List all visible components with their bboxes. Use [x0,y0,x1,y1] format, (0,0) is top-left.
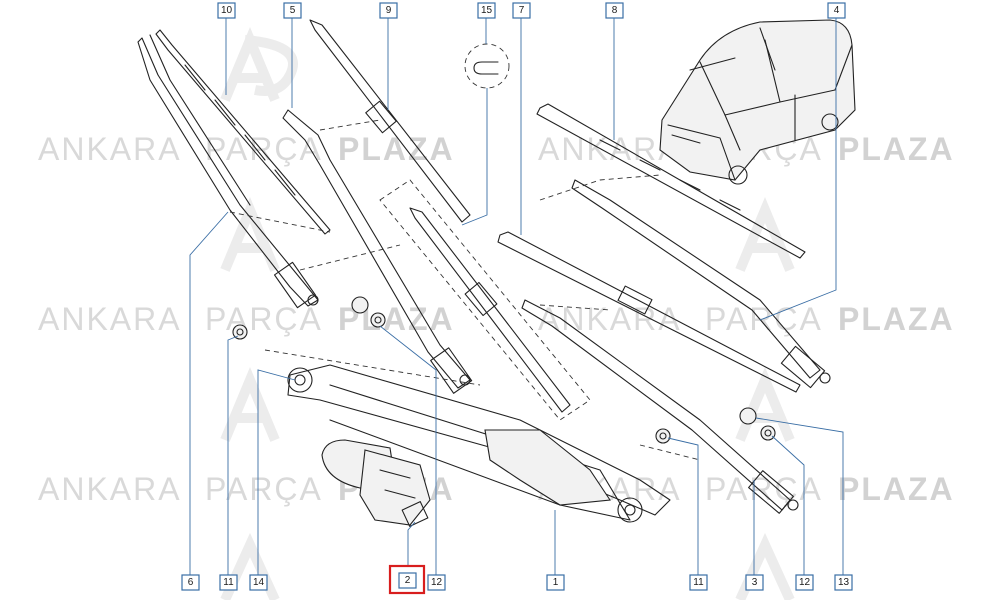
wiper-blade-7 [497,231,801,393]
watermark-word-parca: PARÇA [205,301,323,337]
svg-text:4: 4 [834,5,840,16]
callout-2-selected[interactable]: 2 [388,564,426,595]
watermark-word-parca: PARÇA [705,471,823,507]
wiper-blade-15 [409,207,571,413]
wiper-motor-2 [321,439,431,527]
callouts-top: 10 5 9 15 7 8 4 [217,2,846,19]
wiper-blade-9 [309,19,471,223]
watermark-text: ANKARA PARÇA PLAZA ANKARA PARÇA PLAZA AN… [38,131,955,507]
svg-text:2: 2 [405,575,411,586]
watermark-word-ankara: ANKARA [38,131,182,167]
watermark-word-ankara: ANKARA [538,131,682,167]
svg-text:7: 7 [519,5,525,16]
callout-3[interactable]: 3 [745,574,764,591]
nut-12-left [370,312,386,328]
wiper-blade-8 [536,103,806,259]
svg-text:8: 8 [612,5,618,16]
watermark-word-plaza: PLAZA [838,131,955,167]
wiper-arm-5 [282,109,473,394]
nut-12-right [760,425,776,441]
callout-12-right[interactable]: 12 [795,574,814,591]
dashed-leaders [229,119,701,461]
callout-12-left[interactable]: 12 [427,574,446,591]
watermark-word-plaza: PLAZA [838,301,955,337]
svg-text:11: 11 [223,577,234,588]
callout-14[interactable]: 14 [249,574,268,591]
detail-circle-15 [464,43,510,89]
watermark-row-3: ANKARA PARÇA PLAZA ANKARA PARÇA PLAZA [38,471,955,507]
callout-15[interactable]: 15 [477,2,496,19]
watermark-row-1: ANKARA PARÇA PLAZA ANKARA PARÇA PLAZA [38,131,955,167]
watermark-word-parca: PARÇA [705,301,823,337]
svg-text:9: 9 [386,5,392,16]
nut-11-left [232,324,248,340]
callout-11-right[interactable]: 11 [689,574,708,591]
cap-13-left [351,296,369,314]
svg-text:15: 15 [481,5,493,16]
watermark-word-ankara: ANKARA [38,471,182,507]
svg-text:1: 1 [553,577,559,588]
callout-4[interactable]: 4 [827,2,846,19]
wiper-arm-left [137,34,319,309]
cap-13-right [739,407,757,425]
wiper-arm-3 [521,299,799,514]
svg-text:6: 6 [188,577,194,588]
watermark-word-parca: PARÇA [205,471,323,507]
watermark-word-plaza: PLAZA [338,131,455,167]
svg-text:12: 12 [799,577,811,588]
svg-text:12: 12 [431,577,443,588]
svg-text:13: 13 [838,577,850,588]
wiper-blade-10 [155,29,331,235]
callout-9[interactable]: 9 [379,2,398,19]
callout-13[interactable]: 13 [834,574,853,591]
nut-11-right [655,428,671,444]
watermark-word-plaza: PLAZA [838,471,955,507]
callout-5[interactable]: 5 [283,2,302,19]
svg-text:14: 14 [253,577,265,588]
callout-8[interactable]: 8 [605,2,624,19]
callout-leaders [189,17,844,575]
callout-7[interactable]: 7 [512,2,531,19]
svg-text:5: 5 [290,5,296,16]
wiper-linkage-1 [287,364,671,523]
watermark-row-2: ANKARA PARÇA PLAZA ANKARA PARÇA PLAZA [38,301,955,337]
svg-text:10: 10 [221,5,233,16]
wiper-arm-4 [571,179,831,389]
svg-text:3: 3 [752,577,758,588]
watermark-word-ankara: ANKARA [38,301,182,337]
callout-11-left[interactable]: 11 [219,574,238,591]
callout-10[interactable]: 10 [217,2,236,19]
callout-1[interactable]: 1 [546,574,565,591]
svg-text:11: 11 [693,577,704,588]
van-illustration [659,19,856,185]
callout-6[interactable]: 6 [181,574,200,591]
fasteners [232,296,776,444]
callouts-bottom: 6 11 14 2 12 1 11 3 [181,564,853,595]
